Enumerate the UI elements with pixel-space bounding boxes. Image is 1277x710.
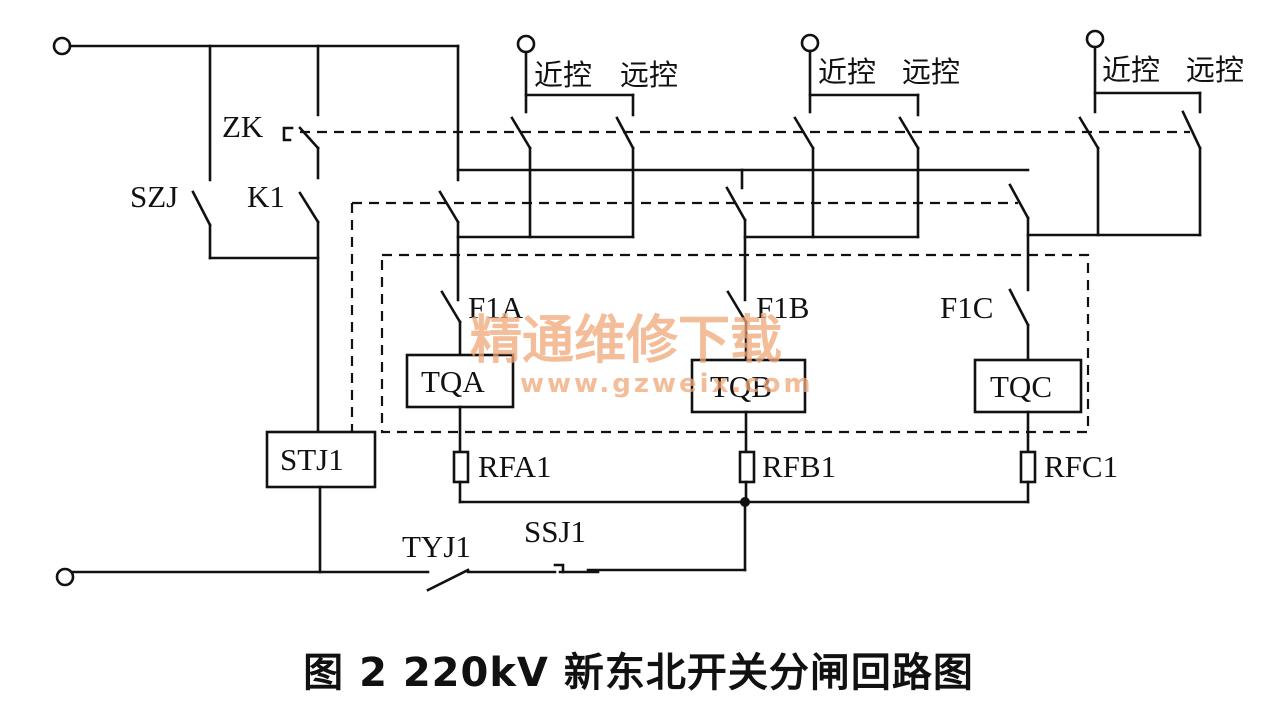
phase-b-local-remote <box>793 49 920 239</box>
k1-label: K1 <box>247 179 285 214</box>
szj-label: SZJ <box>130 179 178 214</box>
terminal-b <box>800 33 820 53</box>
f1b-label: F1B <box>756 290 809 325</box>
mechanical-linkages <box>300 130 1190 434</box>
local-label-a: 近控 <box>534 58 592 92</box>
figure-caption: 图 2 220kV 新东北开关分闸回路图 <box>303 650 974 696</box>
f1-contacts <box>440 288 1030 362</box>
f1a-label: F1A <box>468 290 524 325</box>
terminal-c <box>1085 29 1105 49</box>
tyj1-ssj1-contacts <box>426 500 747 592</box>
remote-label-c: 远控 <box>1186 53 1244 87</box>
tqa-label: TQA <box>421 364 485 399</box>
stj1-label: STJ1 <box>280 442 344 477</box>
stj1-relay <box>265 430 377 489</box>
k1-switch <box>298 191 320 434</box>
top-left-terminal <box>52 36 72 56</box>
remote-label-b: 远控 <box>902 55 960 89</box>
tqb-coil <box>690 358 807 414</box>
tqc-coil <box>973 358 1083 414</box>
bottom-left-terminal <box>55 567 75 587</box>
tqc-label: TQC <box>990 369 1052 404</box>
local-label-b: 近控 <box>818 55 876 89</box>
rfb1-label: RFB1 <box>762 449 836 484</box>
terminal-a <box>516 34 536 54</box>
rfc1-label: RFC1 <box>1044 449 1118 484</box>
rfa1-label: RFA1 <box>478 449 552 484</box>
phase-switches <box>438 183 1030 302</box>
zk-switch <box>282 126 320 180</box>
ssj1-label: SSJ1 <box>524 514 586 549</box>
remote-label-a: 远控 <box>620 58 678 92</box>
phase-c-local-remote <box>1078 45 1202 237</box>
watermark-url: www.gzweix.com <box>520 369 814 399</box>
tyj1-label: TYJ1 <box>402 529 471 564</box>
szj-switch <box>191 190 320 260</box>
local-label-c: 近控 <box>1102 53 1160 87</box>
resistor-branches <box>452 405 1037 507</box>
zk-label: ZK <box>222 109 264 144</box>
top-bus <box>68 44 460 182</box>
f1c-label: F1C <box>940 290 993 325</box>
watermark-cn: 精通维修下载 <box>470 311 782 371</box>
tqb-label: TQB <box>710 369 772 404</box>
